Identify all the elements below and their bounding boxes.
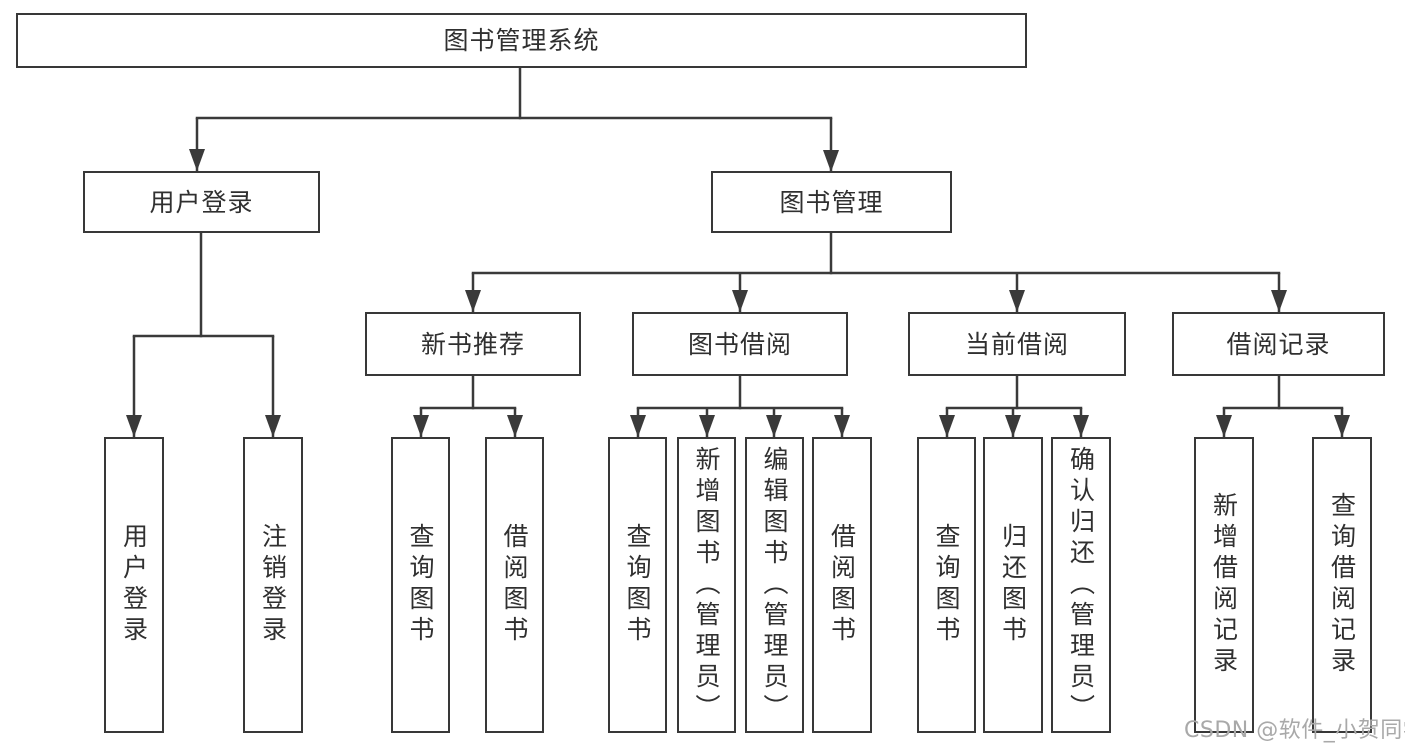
- node-leaf-confirm-return: 确认归还（管理员）: [1051, 437, 1111, 733]
- node-borrow-records: 借阅记录: [1172, 312, 1385, 376]
- node-user-login: 用户登录: [83, 171, 320, 233]
- node-leaf-query-book-2: 查询图书: [608, 437, 667, 733]
- node-leaf-logout: 注销登录: [243, 437, 303, 733]
- node-book-borrow: 图书借阅: [632, 312, 848, 376]
- connector-root: [189, 66, 839, 172]
- node-leaf-add-book: 新增图书（管理员）: [677, 437, 736, 733]
- csdn-watermark: CSDN @软件_小贺同学: [1184, 718, 1405, 743]
- node-book-mgmt: 图书管理: [711, 171, 952, 233]
- node-leaf-borrow-book-1: 借阅图书: [485, 437, 544, 733]
- connector-borrow-records: [1216, 374, 1350, 437]
- connector-book-mgmt: [465, 231, 1287, 312]
- node-leaf-query-book-3: 查询图书: [917, 437, 976, 733]
- node-leaf-query-borrow-record: 查询借阅记录: [1312, 437, 1372, 733]
- node-root: 图书管理系统: [16, 13, 1027, 68]
- node-new-book-rec: 新书推荐: [365, 312, 581, 376]
- connector-user-login: [126, 231, 281, 437]
- connector-current-borrow: [939, 374, 1089, 437]
- node-leaf-query-book-1: 查询图书: [391, 437, 450, 733]
- node-leaf-user-login: 用户登录: [104, 437, 164, 733]
- node-leaf-edit-book: 编辑图书（管理员）: [745, 437, 804, 733]
- node-leaf-add-borrow-record: 新增借阅记录: [1194, 437, 1254, 733]
- connector-book-borrow: [630, 374, 850, 437]
- connector-new-book-rec: [413, 374, 523, 437]
- node-leaf-borrow-book-2: 借阅图书: [812, 437, 872, 733]
- node-leaf-return-book: 归还图书: [983, 437, 1043, 733]
- node-current-borrow: 当前借阅: [908, 312, 1126, 376]
